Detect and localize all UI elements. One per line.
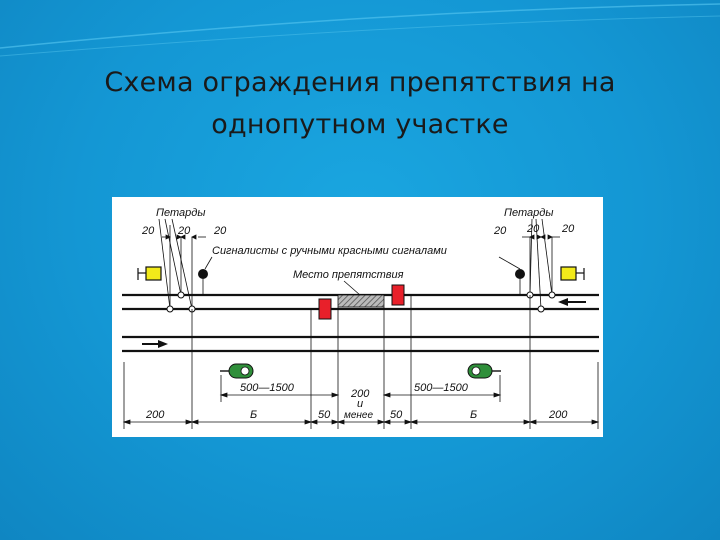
right-petard-leaders bbox=[522, 218, 560, 310]
dim-label-center-and: и bbox=[357, 398, 363, 410]
dim-label-50-left: 50 bbox=[318, 409, 331, 421]
label-signalmen: Сигналисты с ручными красными сигналами bbox=[212, 245, 447, 257]
slide-title: Схема ограждения препятствия на однопутн… bbox=[0, 62, 720, 146]
dimension-lines bbox=[122, 392, 600, 425]
dim-label-b-left: Б bbox=[250, 409, 257, 421]
track-protection-diagram: Петарды 20 20 20 bbox=[112, 197, 603, 437]
label-left-20-a: 20 bbox=[141, 225, 155, 237]
label-right-20-b: 20 bbox=[526, 223, 540, 235]
dim-label-center-200: 200 bbox=[350, 388, 370, 400]
slide-title-line-1: Схема ограждения препятствия на bbox=[104, 67, 616, 98]
label-petards-right: Петарды bbox=[504, 207, 553, 219]
red-signal-left-icon bbox=[318, 298, 332, 320]
dim-label-center-less: менее bbox=[344, 410, 373, 421]
dim-label-range-right: 500—1500 bbox=[414, 382, 469, 394]
dimension-extension-lines bbox=[123, 295, 599, 429]
petard-left-2 bbox=[177, 291, 185, 299]
petard-right-3 bbox=[548, 291, 556, 299]
label-petards-left: Петарды bbox=[156, 207, 205, 219]
obstacle-zone bbox=[337, 294, 385, 308]
dim-label-range-left: 500—1500 bbox=[240, 382, 295, 394]
yellow-signal-right-icon bbox=[560, 266, 585, 281]
direction-arrow-right-icon bbox=[142, 340, 168, 348]
label-left-20-c: 20 bbox=[213, 225, 227, 237]
signalman-right-icon bbox=[515, 269, 525, 279]
green-lamp-right-icon bbox=[467, 363, 501, 379]
slide-title-line-2: однопутном участке bbox=[211, 109, 509, 140]
label-obstacle: Место препятствия bbox=[293, 269, 404, 281]
label-right-20-a: 20 bbox=[493, 225, 507, 237]
petard-left-1 bbox=[166, 305, 174, 313]
dim-label-b-right: Б bbox=[470, 409, 477, 421]
dim-label-200-right: 200 bbox=[548, 409, 568, 421]
diagram-canvas: Петарды 20 20 20 bbox=[122, 207, 600, 429]
dim-label-50-right: 50 bbox=[390, 409, 403, 421]
header-wave-decoration bbox=[0, 3, 720, 57]
direction-arrow-left-icon bbox=[558, 298, 586, 306]
red-signal-right-icon bbox=[391, 284, 405, 306]
green-lamp-left-icon bbox=[220, 363, 254, 379]
label-right-20-c: 20 bbox=[561, 223, 575, 235]
yellow-signal-left-icon bbox=[137, 266, 162, 281]
left-petard-leaders bbox=[158, 218, 206, 310]
petard-right-2 bbox=[537, 305, 545, 313]
label-left-20-b: 20 bbox=[177, 225, 191, 237]
dim-label-200-left: 200 bbox=[145, 409, 165, 421]
signalman-left-icon bbox=[198, 269, 208, 279]
